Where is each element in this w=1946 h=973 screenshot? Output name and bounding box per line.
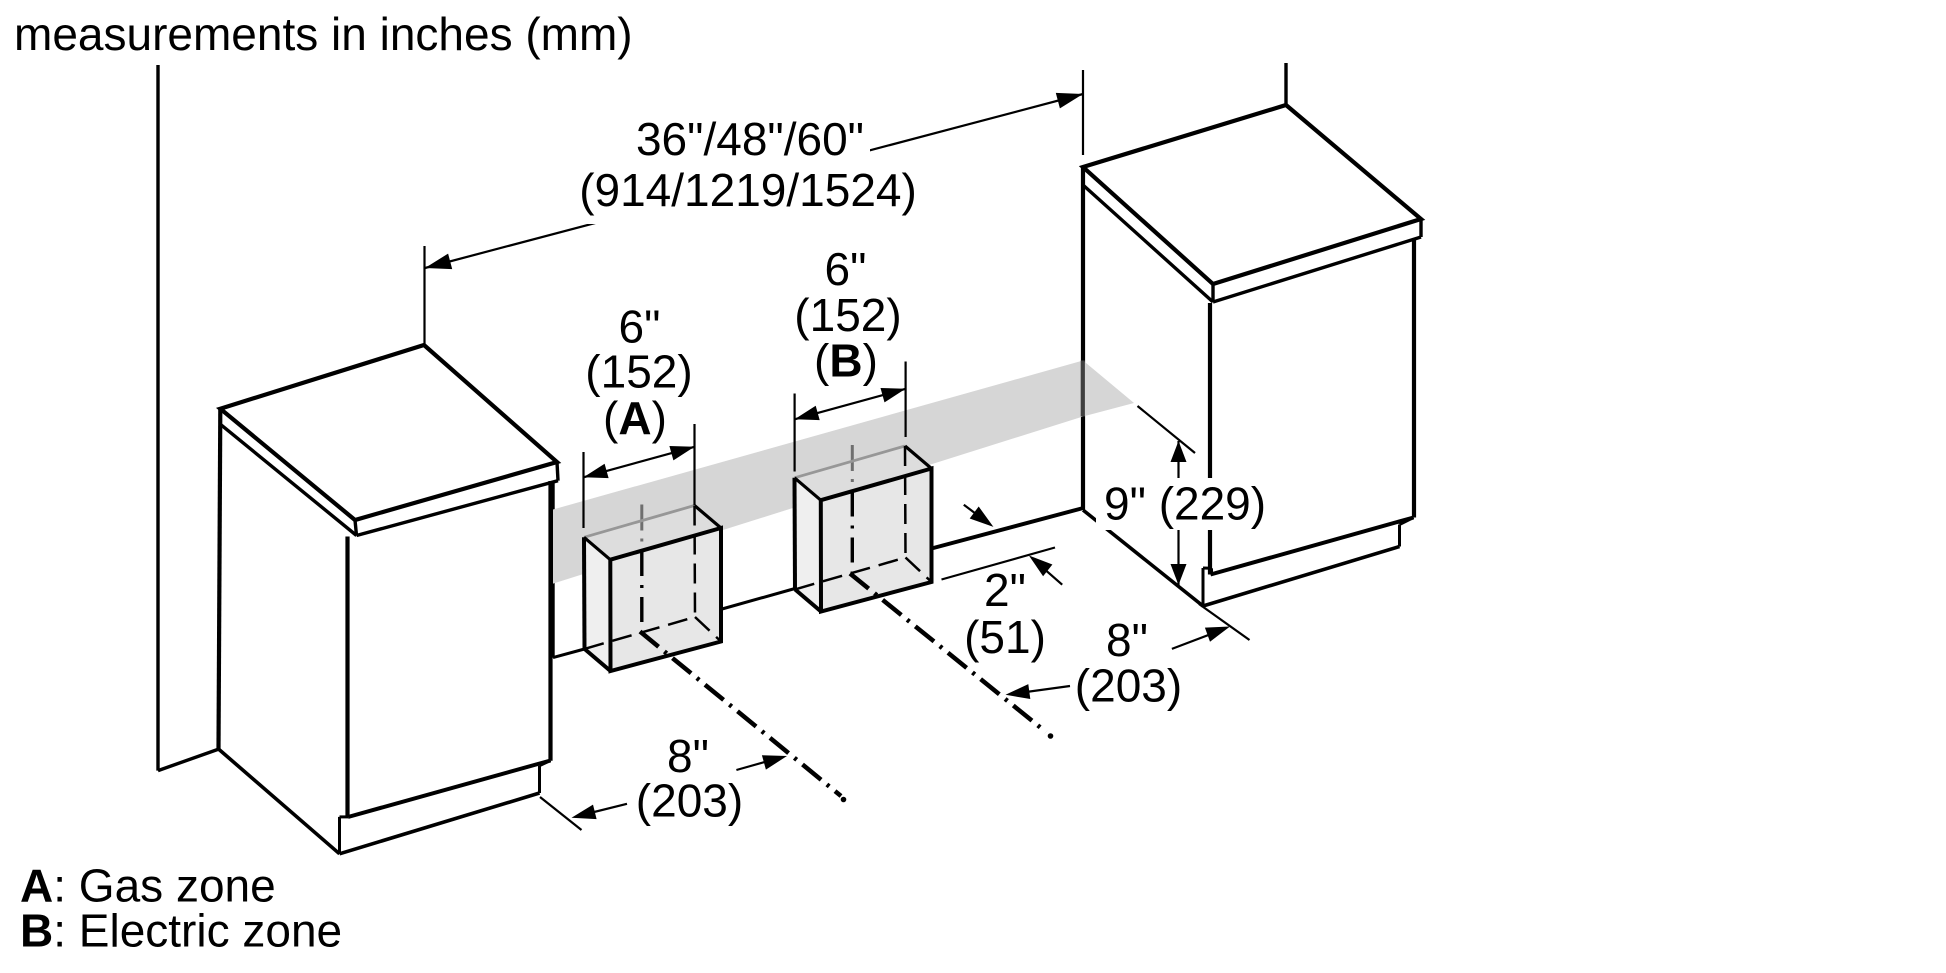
svg-text:(203): (203) [636, 775, 743, 827]
svg-text:6": 6" [619, 301, 661, 353]
svg-text:9" (229): 9" (229) [1104, 478, 1266, 530]
svg-text:(152): (152) [794, 289, 901, 341]
svg-text:(A): (A) [603, 392, 667, 444]
svg-text:2": 2" [984, 564, 1026, 616]
svg-text:A: Gas zone: A: Gas zone [20, 860, 276, 912]
svg-text:(152): (152) [585, 346, 692, 398]
svg-text:(203): (203) [1075, 660, 1182, 712]
svg-text:8": 8" [667, 730, 709, 782]
svg-text:6": 6" [825, 243, 867, 295]
svg-text:(51): (51) [964, 611, 1046, 663]
svg-text:8": 8" [1106, 614, 1148, 666]
svg-text:36"/48"/60": 36"/48"/60" [636, 113, 864, 165]
svg-text:measurements in inches (mm): measurements in inches (mm) [14, 8, 633, 60]
svg-text:(B): (B) [814, 335, 878, 387]
svg-text:B: Electric zone: B: Electric zone [20, 905, 342, 957]
svg-text:(914/1219/1524): (914/1219/1524) [579, 164, 917, 216]
